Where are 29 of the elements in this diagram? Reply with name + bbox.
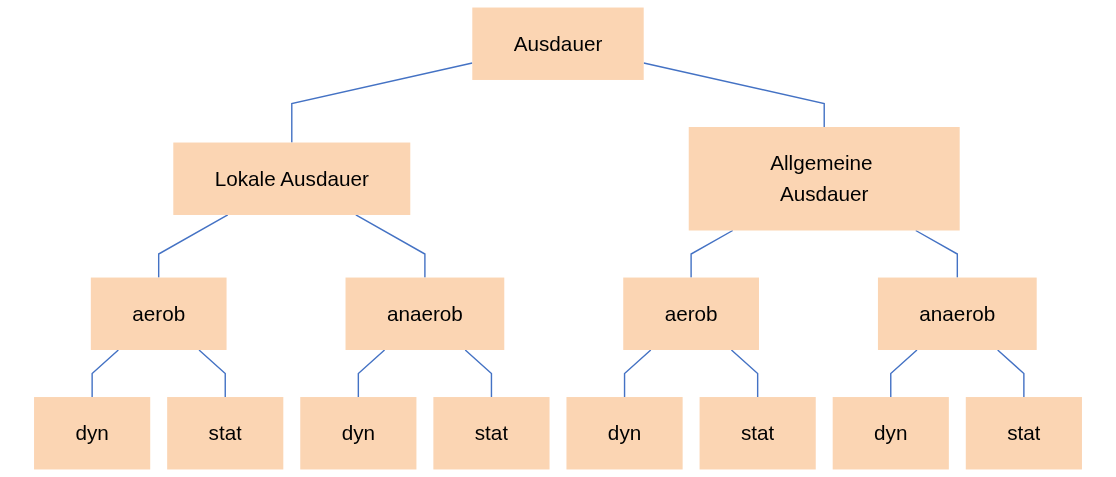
node-box: aerob [623, 277, 759, 350]
connector [996, 349, 1025, 398]
connector [623, 349, 652, 398]
node-box: dyn [566, 397, 683, 470]
node-box: aerob [90, 277, 227, 350]
connector [915, 229, 959, 279]
node-box: dyn [34, 397, 151, 470]
connector [91, 349, 120, 398]
connector [291, 62, 473, 144]
connector [158, 214, 229, 279]
node-box: Ausdauer [472, 7, 644, 80]
connector [643, 62, 825, 128]
node-box: dyn [300, 397, 417, 470]
node-box: dyn [832, 397, 949, 470]
node-box: stat [965, 397, 1082, 470]
connector [357, 349, 386, 398]
node-box: stat [699, 397, 816, 470]
node-box: stat [167, 397, 284, 470]
connector [890, 349, 918, 398]
connector [730, 349, 759, 398]
node-box: anaerob [877, 277, 1037, 350]
node-box: Allgemeine Ausdauer [688, 127, 960, 231]
node-box: Lokale Ausdauer [173, 142, 411, 215]
node-box: anaerob [345, 277, 505, 350]
connector [464, 349, 493, 398]
node-box: stat [433, 397, 550, 470]
connector [198, 349, 226, 398]
connector [355, 214, 426, 279]
connector [690, 229, 734, 279]
